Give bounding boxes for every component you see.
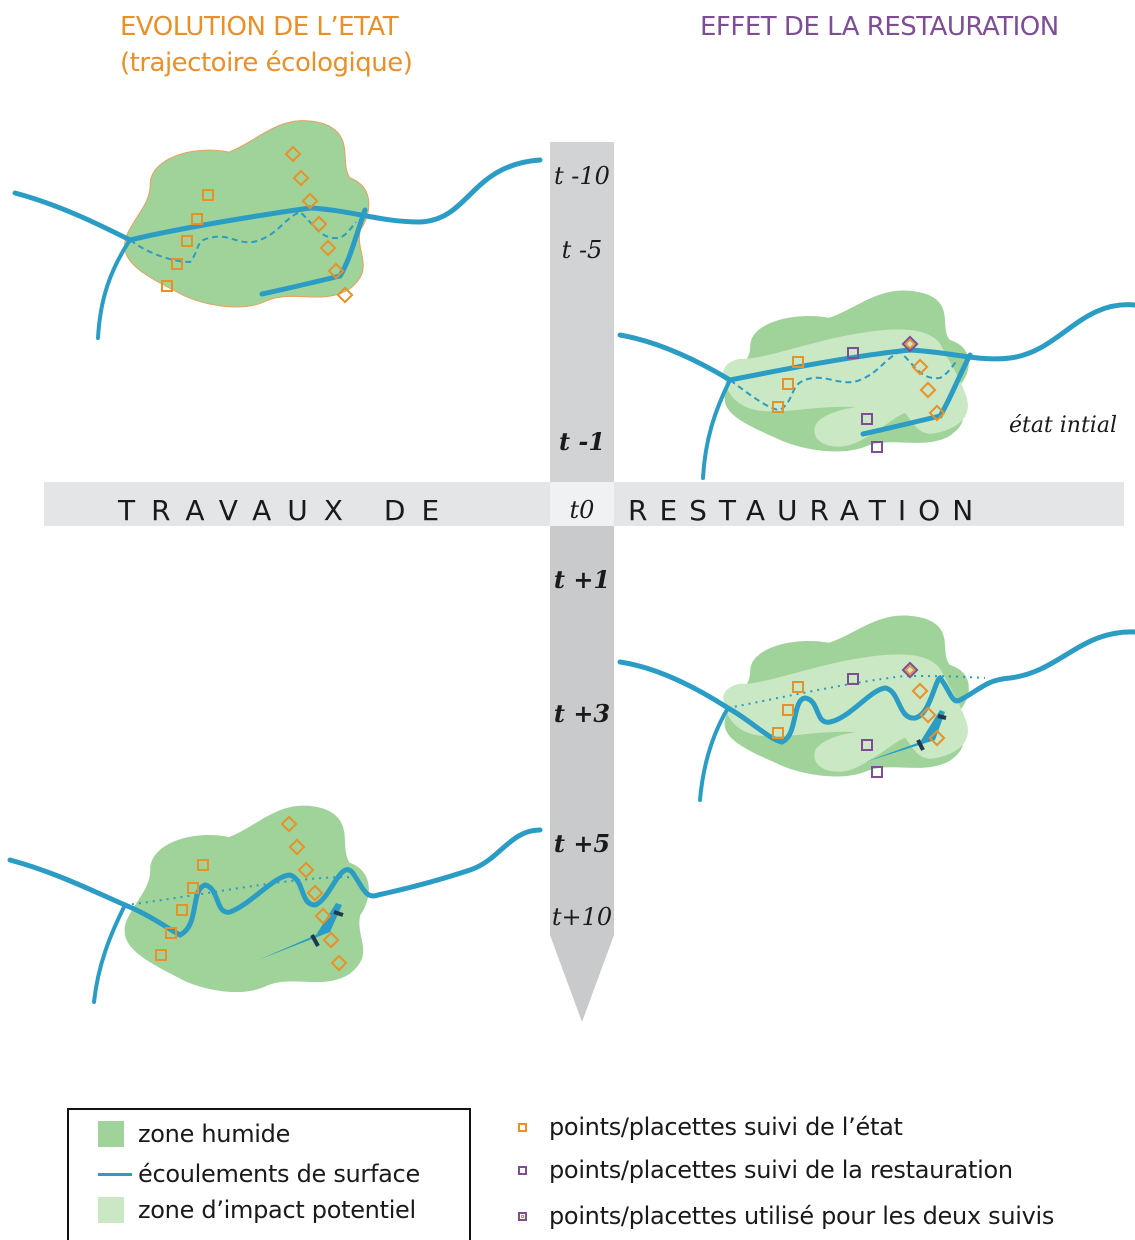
legend-item-wetland: zone humide [98, 1120, 290, 1148]
restoration-point-symbol [518, 1165, 527, 1175]
legend-item-shared-points: points/placettes utilisé pour les deux s… [518, 1202, 1054, 1230]
header-state-title: EVOLUTION DE L’ETAT [120, 12, 399, 42]
flow-dashed-old [129, 210, 357, 264]
tick-t-minus-1: t -1 [559, 427, 605, 456]
tick-t-plus-5: t +5 [554, 829, 610, 858]
restoration-map-after [617, 615, 1135, 802]
wetland-swatch [98, 1121, 124, 1147]
state-map-before [12, 120, 543, 340]
header-restoration-title: EFFET DE LA RESTAURATION [700, 12, 1059, 42]
band-text-left: TRAVAUX DE [117, 494, 455, 527]
tick-t-minus-10: t -10 [554, 162, 610, 190]
annotation-initial-state: état intial [1009, 413, 1117, 438]
band-text-right: RESTAURATION [628, 494, 985, 527]
legend-label-impact-zone: zone d’impact potentiel [138, 1196, 416, 1224]
legend-label-wetland: zone humide [138, 1120, 291, 1148]
shared-point-symbol [518, 1211, 527, 1221]
flow-swatch [98, 1172, 132, 1176]
state-map-after [7, 805, 543, 1004]
legend-label-flow: écoulements de surface [138, 1160, 420, 1188]
legend-item-restoration-points: points/placettes suivi de la restauratio… [518, 1156, 1013, 1184]
legend-item-flow: écoulements de surface [98, 1160, 420, 1188]
legend-label-state-points: points/placettes suivi de l’état [549, 1113, 903, 1141]
tick-t0: t0 [570, 496, 595, 524]
timeline-bar-highlight [550, 142, 614, 482]
legend-label-restoration-points: points/placettes suivi de la restauratio… [549, 1156, 1013, 1184]
legend-box [67, 1108, 471, 1240]
header-state-subtitle: (trajectoire écologique) [120, 48, 413, 78]
state-point-symbol [518, 1122, 527, 1132]
legend-item-impact-zone: zone d’impact potentiel [98, 1196, 416, 1224]
tick-t-plus-10: t+10 [552, 903, 612, 931]
impact-zone-swatch [98, 1197, 124, 1223]
flow-tributary [96, 238, 132, 340]
restoration-map-initial [617, 290, 1135, 480]
tick-t-plus-3: t +3 [554, 699, 610, 728]
tick-t-minus-5: t -5 [562, 236, 603, 264]
legend-item-state-points: points/placettes suivi de l’état [518, 1113, 903, 1141]
legend-label-shared-points: points/placettes utilisé pour les deux s… [549, 1202, 1055, 1230]
restoration-band-center [550, 482, 614, 526]
flow-branch [259, 207, 368, 297]
tick-t-plus-1: t +1 [554, 565, 610, 594]
